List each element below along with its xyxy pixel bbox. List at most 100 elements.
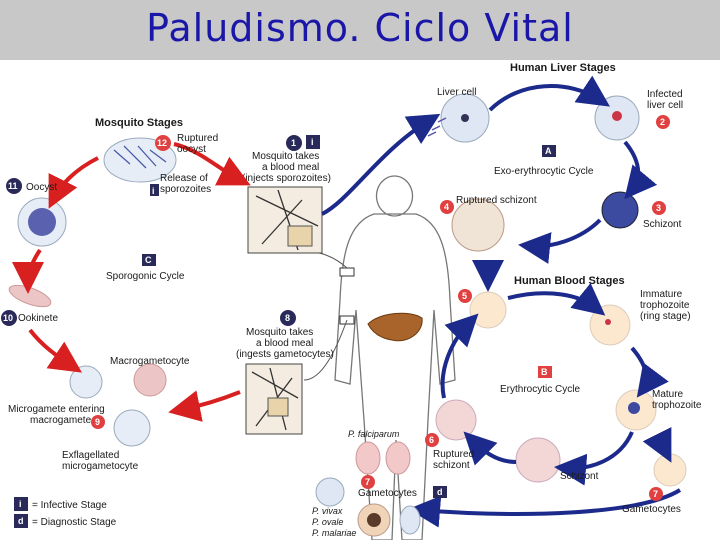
exflagellated-label-2: microgametocyte xyxy=(62,461,139,472)
svg-text:i: i xyxy=(152,186,155,196)
mosquito-stages-heading: Mosquito Stages xyxy=(95,117,183,129)
svg-text:11: 11 xyxy=(8,181,18,191)
mature-label-1: Mature xyxy=(652,389,684,400)
ruptured-liver-schizont xyxy=(451,198,505,252)
mosquito-bite-panel-1 xyxy=(247,186,323,254)
svg-text:8: 8 xyxy=(285,313,290,323)
svg-text:2: 2 xyxy=(660,117,665,127)
ruptured-liver-schizont-label: Ruptured schizont xyxy=(456,195,537,206)
liver-schizont xyxy=(601,191,639,229)
svg-text:10: 10 xyxy=(3,313,13,323)
blood-stages-heading: Human Blood Stages xyxy=(514,275,625,287)
microgamete-entering xyxy=(113,409,151,447)
ruptured-blood-schizont-label-1: Ruptured xyxy=(433,449,474,460)
release-label-2: sporozoites xyxy=(160,184,211,195)
species-vivax: P. vivax xyxy=(312,506,343,516)
legend-infective-label: = Infective Stage xyxy=(32,500,107,511)
svg-text:C: C xyxy=(145,255,152,265)
macrogametocyte-label: Macrogametocyte xyxy=(110,356,190,367)
gametocytes-center-label: Gametocytes xyxy=(358,488,417,499)
microgamete-label-1: Microgamete entering xyxy=(8,404,105,415)
cycle-c-badge xyxy=(142,254,156,266)
step-12-badge xyxy=(155,135,171,151)
gametocyte-cell xyxy=(653,453,687,487)
svg-text:7: 7 xyxy=(653,489,658,499)
blood-stages xyxy=(408,260,687,528)
malaria-life-cycle-diagram: Mosquito Stages Human Liver Stages Human… xyxy=(1,62,702,540)
gametocyte-species xyxy=(315,441,421,537)
infected-liver-cell-label-1: Infected xyxy=(647,89,683,100)
gametocytes-diagnostic-badge xyxy=(433,486,447,498)
svg-text:12: 12 xyxy=(157,138,167,148)
step-1-badge xyxy=(286,135,302,151)
step-1-line-3: (injects sporozoites) xyxy=(242,173,331,184)
species-malariae: P. malariae xyxy=(312,528,356,538)
page-title: Paludismo. Ciclo Vital xyxy=(146,6,574,50)
step-3-badge xyxy=(652,201,666,215)
human-figure xyxy=(301,175,456,540)
blood-schizont-label: Schizont xyxy=(560,471,599,482)
ruptured-blood-schizont-label-2: schizont xyxy=(433,460,470,471)
ruptured-oocyst-label-2: oocyst xyxy=(177,144,206,155)
svg-text:B: B xyxy=(541,367,548,377)
release-infective-badge xyxy=(150,184,159,196)
step-9-badge xyxy=(91,415,105,429)
macrogametocyte xyxy=(69,365,103,399)
erythrocytic-cycle-label: Erythrocytic Cycle xyxy=(500,384,580,395)
erythrocyte xyxy=(469,291,507,329)
step-1-line-1: Mosquito takes xyxy=(252,151,319,162)
exflagellated-label-1: Exflagellated xyxy=(62,450,119,461)
cycle-b-badge xyxy=(538,366,552,378)
immature-label-2: trophozoite xyxy=(640,300,690,311)
ookinete xyxy=(8,284,52,308)
exo-erythrocytic-cycle-label: Exo-erythrocytic Cycle xyxy=(494,166,594,177)
svg-text:9: 9 xyxy=(95,417,100,427)
step-4-badge xyxy=(440,200,454,214)
cycle-a-badge xyxy=(542,145,556,157)
svg-text:7: 7 xyxy=(365,477,370,487)
immature-label-3: (ring stage) xyxy=(640,311,691,322)
svg-text:4: 4 xyxy=(444,202,449,212)
svg-text:d: d xyxy=(18,516,24,526)
svg-text:A: A xyxy=(545,146,552,156)
title-bar: Paludismo. Ciclo Vital xyxy=(0,0,720,60)
step-8-line-2: a blood meal xyxy=(256,338,313,349)
svg-text:d: d xyxy=(437,487,443,497)
ruptured-oocyst-label-1: Ruptured xyxy=(177,133,218,144)
arm-marker-upper xyxy=(339,267,355,277)
species-falciparum: P. falciparum xyxy=(348,429,400,439)
oocyst-label: Oocyst xyxy=(26,182,57,193)
sporogonic-cycle-label: Sporogonic Cycle xyxy=(106,271,185,282)
legend-diagnostic-badge xyxy=(14,514,28,528)
ring-stage-trophozoite xyxy=(589,304,631,346)
step-8-line-3: (ingests gametocytes) xyxy=(236,349,334,360)
step-1-infective-badge xyxy=(306,135,320,149)
step-7a-badge xyxy=(361,475,375,489)
svg-text:6: 6 xyxy=(429,435,434,445)
svg-text:1: 1 xyxy=(291,138,296,148)
svg-text:5: 5 xyxy=(462,291,467,301)
step-11-badge xyxy=(6,178,22,194)
ruptured-blood-schizont xyxy=(435,399,477,441)
svg-text:i: i xyxy=(19,499,22,509)
svg-text:i: i xyxy=(311,137,314,147)
legend: i = Infective Stage d = Diagnostic Stage xyxy=(14,497,117,528)
immature-label-1: Immature xyxy=(640,289,683,300)
step-7b-badge xyxy=(649,487,663,501)
step-8-line-1: Mosquito takes xyxy=(246,327,313,338)
liver-cell-label: Liver cell xyxy=(437,87,476,98)
species-ovale: P. ovale xyxy=(312,517,343,527)
liver-stages-heading: Human Liver Stages xyxy=(510,62,616,74)
liver-stages xyxy=(427,75,658,264)
liver-organ xyxy=(367,312,423,342)
blood-schizont xyxy=(515,437,561,483)
macrogametocyte-2 xyxy=(133,363,167,397)
step-8-badge xyxy=(280,310,296,326)
legend-infective-badge xyxy=(14,497,28,511)
gametocytes-right-label: Gametocytes xyxy=(622,504,681,515)
step-6-badge xyxy=(425,433,439,447)
ookinete-label: Ookinete xyxy=(18,313,58,324)
mosquito-bite-panel-8 xyxy=(245,363,303,435)
svg-text:3: 3 xyxy=(656,203,661,213)
liver-schizont-label: Schizont xyxy=(643,219,682,230)
